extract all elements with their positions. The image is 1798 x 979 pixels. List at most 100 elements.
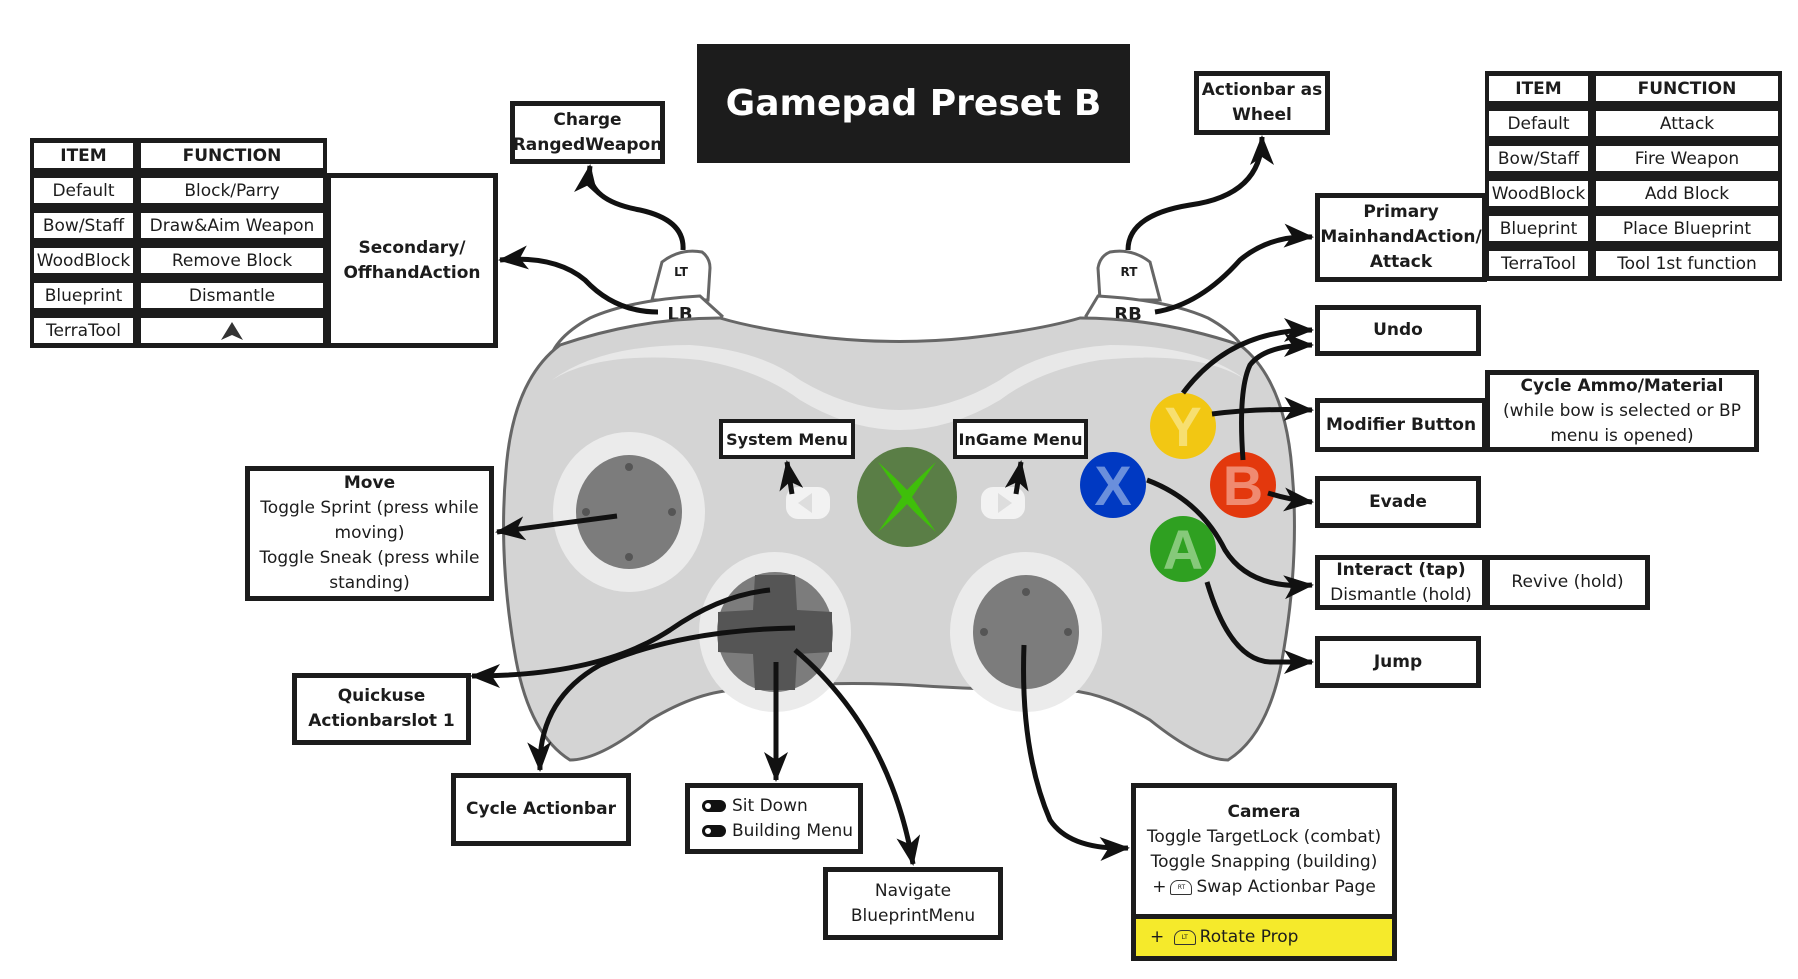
navigate-blueprint-label: Navigate BlueprintMenu <box>823 867 1003 940</box>
charge-ranged-weapon-label: Charge RangedWeapon <box>510 101 665 164</box>
arrow-rb-primary <box>1154 223 1314 315</box>
start-button[interactable] <box>981 487 1025 519</box>
function-cell: Tool 1st function <box>1596 251 1778 276</box>
function-cell: Attack <box>1596 111 1778 136</box>
arrow-ls-move <box>495 513 618 541</box>
item-cell: Blueprint <box>1489 216 1588 241</box>
camera-label: Camera Toggle TargetLock (combat) Toggle… <box>1131 783 1397 919</box>
quickuse-line2: Actionbarslot 1 <box>308 711 455 731</box>
table-row: TerraTool <box>30 313 327 348</box>
header-item: ITEM <box>1489 76 1588 101</box>
toggle-icon <box>702 799 726 812</box>
arrow-start-ingame <box>1004 460 1029 495</box>
arrow-rt-wheel <box>1125 135 1274 251</box>
function-cell: Draw&Aim Weapon <box>141 213 323 238</box>
guide-button[interactable] <box>857 447 957 547</box>
function-cell: Dismantle <box>141 283 323 308</box>
table-row: Default Block/Parry <box>30 173 327 208</box>
cycle-ammo-label: Cycle Ammo/Material (while bow is select… <box>1485 370 1759 452</box>
move-label: Move Toggle Sprint (press while moving) … <box>245 466 494 601</box>
x-letter: X <box>1094 454 1131 517</box>
camera-line2: Toggle Snapping (building) <box>1150 852 1378 872</box>
evade-label: Evade <box>1315 476 1481 528</box>
arrow-b-undo <box>1239 333 1314 461</box>
header-function: FUNCTION <box>141 143 323 168</box>
quickuse-label: Quickuse Actionbarslot 1 <box>292 673 471 745</box>
lt-trigger[interactable]: LT <box>650 249 712 302</box>
table-row: Blueprint Place Blueprint <box>1485 211 1782 246</box>
b-button[interactable]: B <box>1210 452 1276 518</box>
primary-action-table: ITEM FUNCTION Default Attack Bow/Staff F… <box>1485 71 1782 281</box>
wheel-line2: Wheel <box>1232 105 1292 125</box>
arrow-dpad-quickuse <box>470 587 771 688</box>
primary-line3: Attack <box>1369 252 1433 272</box>
arrow-cursor-icon <box>221 321 243 340</box>
building-menu-text: Building Menu <box>732 820 854 841</box>
arrow-y-modifier <box>1211 396 1314 421</box>
arrow-x-interact <box>1146 477 1314 600</box>
arrow-lt-charge <box>574 164 686 251</box>
plus-sign: + <box>1152 877 1167 897</box>
function-cell: Remove Block <box>141 248 323 273</box>
right-thumbstick[interactable] <box>950 552 1102 712</box>
table-row: Bow/Staff Fire Weapon <box>1485 141 1782 176</box>
lt-trigger-icon: LT <box>1173 929 1196 945</box>
primary-action-label: Primary MainhandAction/ Attack <box>1315 193 1487 282</box>
quickuse-line1: Quickuse <box>337 686 426 706</box>
navigate-line1: Navigate <box>874 880 952 901</box>
toggle-list-label: Sit Down Building Menu <box>685 783 863 854</box>
item-cell: Blueprint <box>34 283 133 308</box>
secondary-action-label: Secondary/ OffhandAction <box>326 173 498 348</box>
function-cell: Fire Weapon <box>1596 146 1778 171</box>
system-menu-label: System Menu <box>719 419 855 459</box>
left-thumbstick[interactable] <box>553 432 705 592</box>
header-function: FUNCTION <box>1596 76 1778 101</box>
table-row: Default Attack <box>1485 106 1782 141</box>
dpad[interactable] <box>699 552 851 712</box>
toggle-item-sit-down: Sit Down <box>702 794 808 819</box>
table-row: WoodBlock Add Block <box>1485 176 1782 211</box>
charge-line1: Charge <box>553 109 622 130</box>
rt-trigger-icon: RT <box>1170 879 1193 895</box>
modifier-button-label: Modifier Button <box>1315 398 1487 452</box>
move-line2: moving) <box>334 523 405 543</box>
actionbar-wheel-label: Actionbar as Wheel <box>1194 71 1330 135</box>
item-cell: TerraTool <box>1489 251 1588 276</box>
a-button[interactable]: A <box>1150 516 1216 582</box>
arrow-dpad-cycle <box>527 625 796 772</box>
jump-label: Jump <box>1315 636 1481 688</box>
table-header-row: ITEM FUNCTION <box>1485 71 1782 106</box>
lt-label: LT <box>674 265 689 279</box>
rotate-prop-text: Rotate Prop <box>1199 927 1299 947</box>
secondary-action-table: ITEM FUNCTION Default Block/Parry Bow/St… <box>30 138 327 348</box>
rt-trigger[interactable]: RT <box>1096 249 1162 302</box>
move-line1: Toggle Sprint (press while <box>260 498 479 518</box>
item-cell: WoodBlock <box>1489 181 1588 206</box>
table-header-row: ITEM FUNCTION <box>30 138 327 173</box>
y-button[interactable]: Y <box>1150 393 1216 459</box>
camera-line1: Toggle TargetLock (combat) <box>1146 827 1382 847</box>
interact-label: Interact (tap) Dismantle (hold) <box>1315 555 1487 610</box>
swap-actionbar-text: Swap Actionbar Page <box>1196 877 1376 897</box>
ingame-menu-label: InGame Menu <box>953 419 1088 459</box>
y-letter: Y <box>1164 395 1201 458</box>
primary-line1: Primary <box>1363 202 1439 222</box>
toggle-icon <box>702 824 726 837</box>
arrow-back-system <box>779 460 804 495</box>
toggle-item-building-menu: Building Menu <box>702 819 853 844</box>
function-cell: Place Blueprint <box>1596 216 1778 241</box>
x-button[interactable]: X <box>1080 452 1146 518</box>
wheel-line1: Actionbar as <box>1201 80 1323 100</box>
primary-line2: MainhandAction/ <box>1320 227 1482 247</box>
table-row: Bow/Staff Draw&Aim Weapon <box>30 208 327 243</box>
camera-title: Camera <box>1227 802 1301 822</box>
back-button[interactable] <box>786 487 830 519</box>
move-title: Move <box>343 473 396 493</box>
interact-title: Interact (tap) <box>1336 559 1466 580</box>
cycle-ammo-title: Cycle Ammo/Material <box>1520 375 1724 396</box>
b-letter: B <box>1223 454 1263 517</box>
